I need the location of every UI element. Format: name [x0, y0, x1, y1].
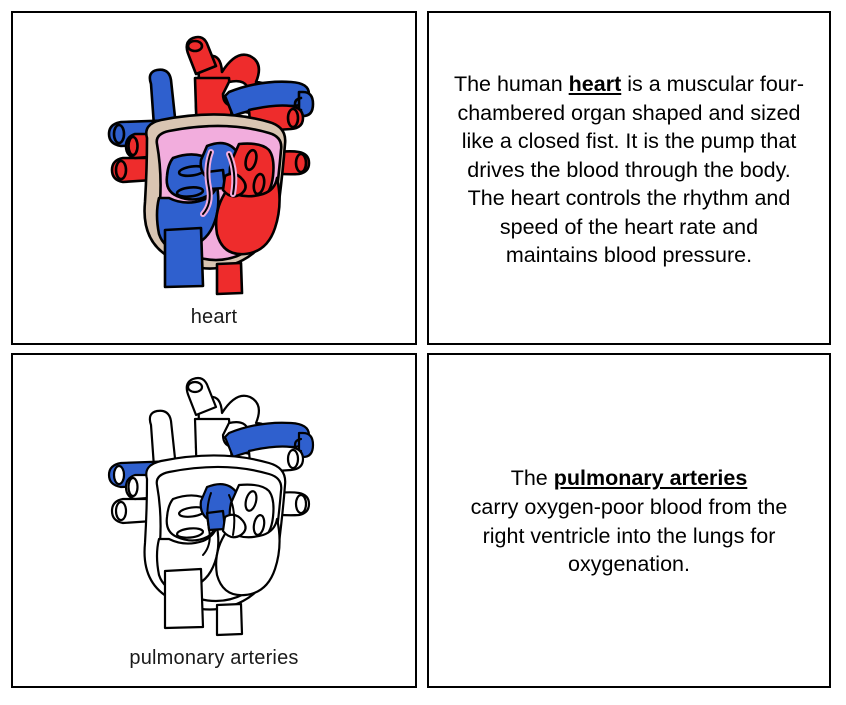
definition-term: pulmonary arteries	[553, 466, 748, 491]
picture-card-label: pulmonary arteries	[129, 647, 299, 669]
heart-picture-card[interactable]: heart	[11, 11, 417, 345]
definition-text-before: The human	[453, 71, 569, 96]
picture-card-label: heart	[190, 306, 238, 328]
definition-text-before: The	[510, 466, 554, 491]
pulmonary-arteries-diagram-svg	[107, 376, 315, 637]
definition-text-after: carry oxygen-poor blood from the right v…	[470, 494, 788, 577]
definition-term: heart	[568, 71, 622, 96]
pulmonary-arteries-picture-card[interactable]: pulmonary arteries	[11, 353, 417, 688]
definition-text: The pulmonary arteries carry oxygen-poor…	[429, 464, 829, 578]
heart-anatomy-diagram-colored	[13, 13, 415, 306]
definition-text-after: is a muscular four-chambered organ shape…	[457, 71, 805, 268]
pulmonary-arteries-definition-card[interactable]: The pulmonary arteries carry oxygen-poor…	[427, 353, 831, 688]
definition-text: The human heart is a muscular four-chamb…	[429, 70, 829, 270]
heart-diagram-svg	[107, 35, 315, 295]
heart-definition-card[interactable]: The human heart is a muscular four-chamb…	[427, 11, 831, 345]
heart-anatomy-diagram-outline-pulmonary-highlighted	[13, 355, 415, 647]
